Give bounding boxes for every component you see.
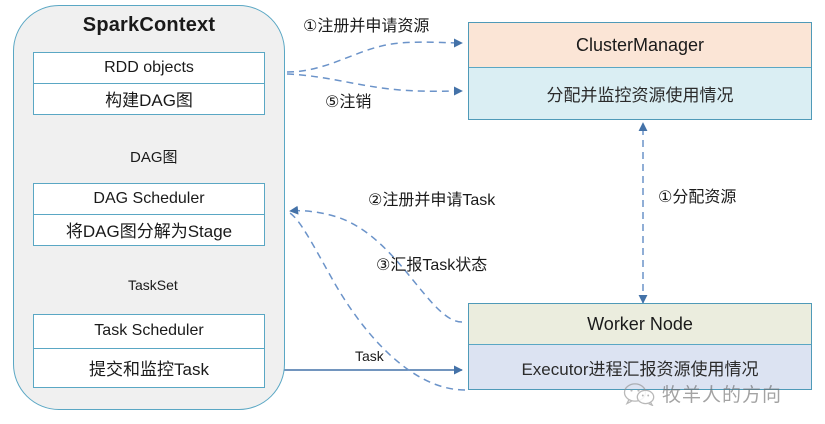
node-worker-node-title: Worker Node — [469, 304, 811, 345]
node-rdd-objects-subtitle: 构建DAG图 — [105, 91, 193, 111]
edge-label-register-request-resource: ①注册并申请资源 — [303, 18, 430, 35]
node-dag-scheduler[interactable]: DAG Scheduler 将DAG图分解为Stage — [33, 183, 265, 246]
edge-label-allocate-resource: ①分配资源 — [658, 189, 737, 206]
edge-label-dag-graph: DAG图 — [130, 149, 178, 166]
node-dag-scheduler-title: DAG Scheduler — [34, 184, 264, 215]
connector-register-request-resource — [286, 38, 463, 73]
node-cluster-manager[interactable]: ClusterManager 分配并监控资源使用情况 — [468, 22, 812, 120]
node-worker-node-subtitle: Executor进程汇报资源使用情况 — [469, 345, 811, 389]
sparkcontext-title: SparkContext — [82, 14, 216, 36]
node-worker-node[interactable]: Worker Node Executor进程汇报资源使用情况 — [468, 303, 812, 390]
connector-unregister — [286, 73, 463, 96]
node-task-scheduler-title: Task Scheduler — [34, 315, 264, 349]
edge-label-task: Task — [355, 348, 384, 364]
node-task-scheduler[interactable]: Task Scheduler 提交和监控Task — [33, 314, 265, 388]
node-task-scheduler-subtitle: 提交和监控Task — [89, 360, 209, 380]
wechat-icon — [622, 382, 656, 407]
edge-label-report-task-status: ③汇报Task状态 — [376, 257, 488, 274]
watermark: 牧羊人的方向 — [622, 380, 782, 407]
node-dag-scheduler-subtitle: 将DAG图分解为Stage — [65, 222, 233, 242]
node-rdd-objects[interactable]: RDD objects 构建DAG图 — [33, 52, 265, 115]
watermark-text: 牧羊人的方向 — [662, 385, 783, 406]
node-cluster-manager-subtitle: 分配并监控资源使用情况 — [469, 68, 811, 119]
edge-label-register-request-task: ②注册并申请Task — [368, 192, 496, 209]
node-rdd-objects-title: RDD objects — [34, 53, 264, 84]
edge-label-taskset: TaskSet — [128, 277, 178, 293]
edge-label-unregister: ⑤注销 — [325, 94, 372, 111]
node-cluster-manager-title: ClusterManager — [469, 23, 811, 68]
